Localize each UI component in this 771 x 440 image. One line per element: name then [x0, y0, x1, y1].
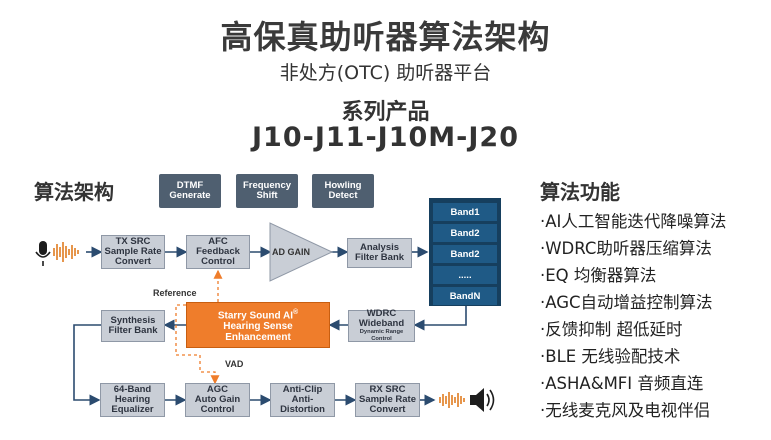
wdrc-title: WDRC Wideband	[358, 308, 405, 329]
band-item: Band1	[433, 203, 497, 221]
band-item: Band2	[433, 224, 497, 242]
hse-title: Starry Sound AI	[217, 310, 294, 322]
wdrc-block: WDRC Wideband Dynamic Range Control	[348, 308, 415, 342]
feature-item: ·EQ 均衡器算法	[540, 266, 657, 285]
dtmf-generate-block: DTMF Generate	[159, 174, 221, 208]
vad-dashed-line	[175, 304, 220, 385]
rx-src-block: RX SRC Sample Rate Convert	[355, 383, 420, 417]
feature-list: ·AI人工智能迭代降噪算法 ·WDRC助听器压缩算法 ·EQ 均衡器算法 ·AG…	[540, 208, 726, 424]
ad-gain-label: AD GAIN	[272, 247, 310, 257]
hearing-sense-enhancement-block: Starry Sound AI® Hearing Sense Enhanceme…	[186, 302, 330, 348]
waveform-icon	[439, 392, 465, 408]
feature-item: ·AGC自动增益控制算法	[540, 293, 713, 312]
hse-subtitle: Hearing Sense Enhancement	[223, 321, 293, 344]
page-subtitle: 非处方(OTC) 助听器平台	[279, 62, 492, 84]
tx-src-block: TX SRC Sample Rate Convert	[101, 235, 165, 269]
feature-item: ·WDRC助听器压缩算法	[540, 239, 712, 258]
hearing-equalizer-block: 64-Band Hearing Equalizer	[100, 383, 165, 417]
arrow-synthesis-eq	[73, 324, 101, 406]
band-item: .....	[433, 266, 497, 284]
band-item: BandN	[433, 287, 497, 305]
page-title: 高保真助听器算法架构	[220, 18, 551, 56]
microphone-icon	[35, 241, 51, 266]
afc-block: AFC Feedback Control	[186, 235, 250, 269]
ad-gain-triangle	[269, 222, 334, 282]
vad-label: VAD	[225, 359, 244, 369]
reference-label: Reference	[153, 288, 197, 298]
model-list: J10-J11-J10M-J20	[252, 122, 519, 153]
registered-mark: ®	[293, 308, 299, 316]
anti-clip-block: Anti-Clip Anti- Distortion	[270, 383, 335, 417]
frequency-shift-block: Frequency Shift	[236, 174, 298, 208]
howling-detect-block: Howling Detect	[312, 174, 374, 208]
wdrc-subtitle: Dynamic Range Control	[359, 329, 404, 342]
feature-item: ·无线麦克风及电视伴侣	[540, 401, 711, 420]
feature-item: ·ASHA&MFI 音频直连	[540, 374, 704, 393]
architecture-heading: 算法架构	[34, 180, 114, 204]
band-item: Band2	[433, 245, 497, 263]
arrow-bands-wdrc	[413, 306, 467, 331]
speaker-icon	[470, 388, 495, 412]
synthesis-filter-bank-block: Synthesis Filter Bank	[101, 310, 165, 342]
agc-block: AGC Auto Gain Control	[185, 383, 250, 417]
feature-item: ·AI人工智能迭代降噪算法	[540, 212, 727, 231]
waveform-icon	[53, 242, 79, 262]
feature-item: ·反馈抑制 超低延时	[540, 320, 683, 339]
functions-heading: 算法功能	[540, 180, 620, 204]
feature-item: ·BLE 无线验配技术	[540, 347, 681, 366]
series-label: 系列产品	[341, 100, 430, 125]
analysis-filter-bank-block: Analysis Filter Bank	[347, 238, 412, 268]
